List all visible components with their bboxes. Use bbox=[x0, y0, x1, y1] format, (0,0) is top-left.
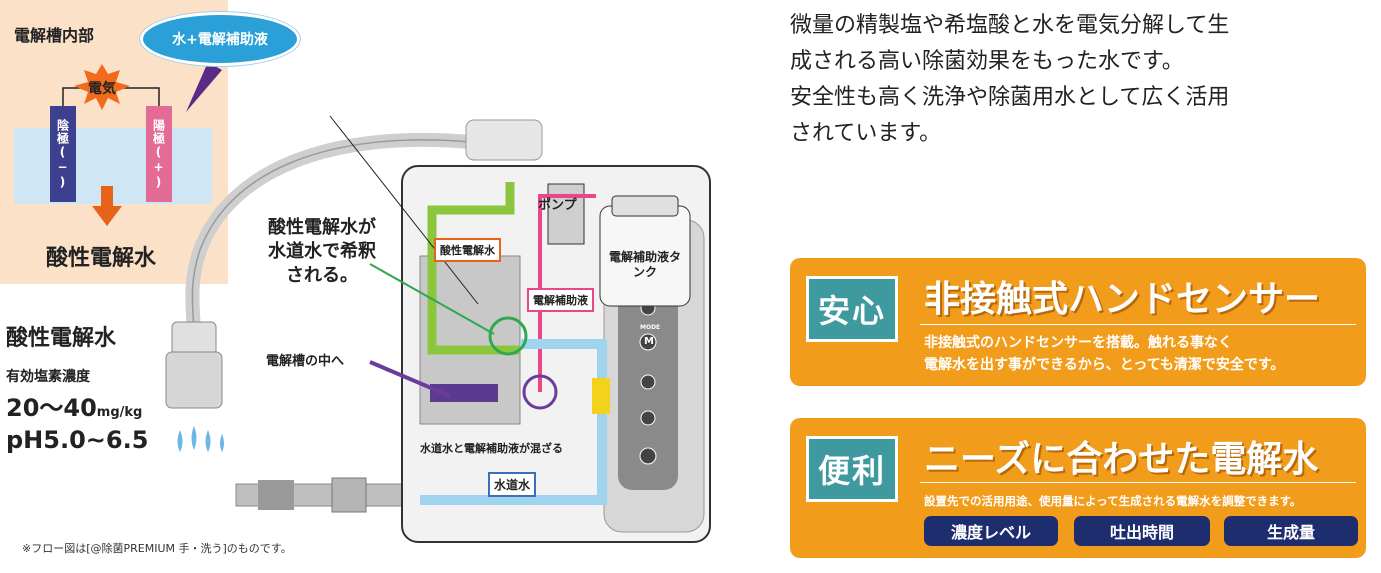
feature-description: 非接触式のハンドセンサーを搭載。触れる事なく 電解水を出す事ができるから、とって… bbox=[924, 332, 1285, 376]
down-arrow-icon bbox=[92, 186, 122, 226]
intro-line: 安全性も高く洗浄や除菌用水として広く活用 bbox=[790, 85, 1230, 110]
spec-title: 酸性電解水 bbox=[6, 326, 117, 351]
feature-badge: 便利 bbox=[806, 436, 898, 502]
spec-ph: pH5.0~6.5 bbox=[6, 426, 149, 454]
pump-label: ポンプ bbox=[538, 198, 577, 213]
pink-flow bbox=[538, 194, 596, 392]
spec-range: 20〜40mg/kg bbox=[6, 388, 142, 423]
feature-desc-line: 非接触式のハンドセンサーを搭載。触れる事なく bbox=[924, 335, 1232, 351]
feature-desc-line: 電解水を出す事ができるから、とっても清潔で安全です。 bbox=[924, 357, 1285, 373]
feature-title: ニーズに合わせた電解水 bbox=[924, 439, 1319, 480]
feature-card-convenience: 便利 ニーズに合わせた電解水 設置先での活用用途、使用量によって生成される電解水… bbox=[790, 418, 1366, 558]
intro-text: 微量の精製塩や希塩酸と水を電気分解して生 成される高い除菌効果をもった水です。 … bbox=[790, 8, 1370, 152]
spec-range-unit: mg/kg bbox=[96, 405, 143, 420]
helper-liquid-tag: 電解補助液 bbox=[527, 288, 594, 312]
cathode-electrode: 陰極(−) bbox=[50, 106, 76, 202]
into-cell-label: 電解槽の中へ bbox=[266, 354, 345, 369]
green-flow bbox=[427, 182, 520, 355]
feature-description: 設置先での活用用途、使用量によって生成される電解水を調整できます。 bbox=[924, 490, 1301, 512]
intro-line: されています。 bbox=[790, 121, 942, 146]
mix-point bbox=[522, 374, 558, 410]
intro-line: 成される高い除菌効果をもった水です。 bbox=[790, 49, 1184, 74]
control-panel bbox=[618, 290, 678, 490]
chip-output-volume: 生成量 bbox=[1224, 516, 1358, 546]
faucet-nozzle bbox=[171, 321, 217, 357]
feature-title: 非接触式ハンドセンサー bbox=[924, 279, 1321, 320]
faucet-arm bbox=[465, 119, 543, 161]
spec-chlorine-label: 有効塩素濃度 bbox=[6, 369, 90, 385]
electricity-label: 電気 bbox=[88, 81, 116, 97]
panel-m-label: M bbox=[644, 336, 654, 347]
anode-electrode: 陽極(+) bbox=[146, 106, 172, 202]
intro-line: 微量の精製塩や希塩酸と水を電気分解して生 bbox=[790, 13, 1230, 38]
water-helper-bubble: 水+電解補助液 bbox=[140, 12, 300, 66]
tank-label: 電解補助液タンク bbox=[608, 250, 681, 279]
feature-badge: 安心 bbox=[806, 276, 898, 342]
electrolysis-graphic bbox=[62, 62, 222, 112]
dilution-callout: 酸性電解水が水道水で希釈される。 bbox=[268, 217, 376, 286]
mixing-label: 水道水と電解補助液が混ざる bbox=[420, 442, 563, 455]
tap-water-tag: 水道水 bbox=[488, 472, 537, 497]
blue-flow bbox=[420, 339, 607, 505]
inset-title: 電解槽内部 bbox=[14, 26, 95, 45]
inset-result-label: 酸性電解水 bbox=[46, 246, 157, 271]
feature-desc-line: 設置先での活用用途、使用量によって生成される電解水を調整できます。 bbox=[924, 494, 1302, 508]
chip-discharge-time: 吐出時間 bbox=[1074, 516, 1210, 546]
feature-divider bbox=[920, 324, 1356, 325]
water-drops-icon bbox=[177, 426, 224, 452]
acid-water-tag: 酸性電解水 bbox=[434, 238, 501, 262]
panel-mode-label: MODE bbox=[640, 324, 661, 331]
chip-concentration: 濃度レベル bbox=[924, 516, 1058, 546]
feature-divider bbox=[920, 482, 1356, 483]
pump bbox=[547, 183, 585, 245]
footnote: ※フロー図は[@除菌PREMIUM 手・洗う]のものです。 bbox=[22, 542, 292, 555]
dilution-point bbox=[488, 316, 528, 356]
electricity-burst bbox=[74, 64, 130, 110]
purple-flow bbox=[369, 360, 451, 398]
spec-range-value: 20〜40 bbox=[6, 394, 97, 422]
feature-card-safety: 安心 非接触式ハンドセンサー 非接触式のハンドセンサーを搭載。触れる事なく 電解… bbox=[790, 258, 1366, 386]
